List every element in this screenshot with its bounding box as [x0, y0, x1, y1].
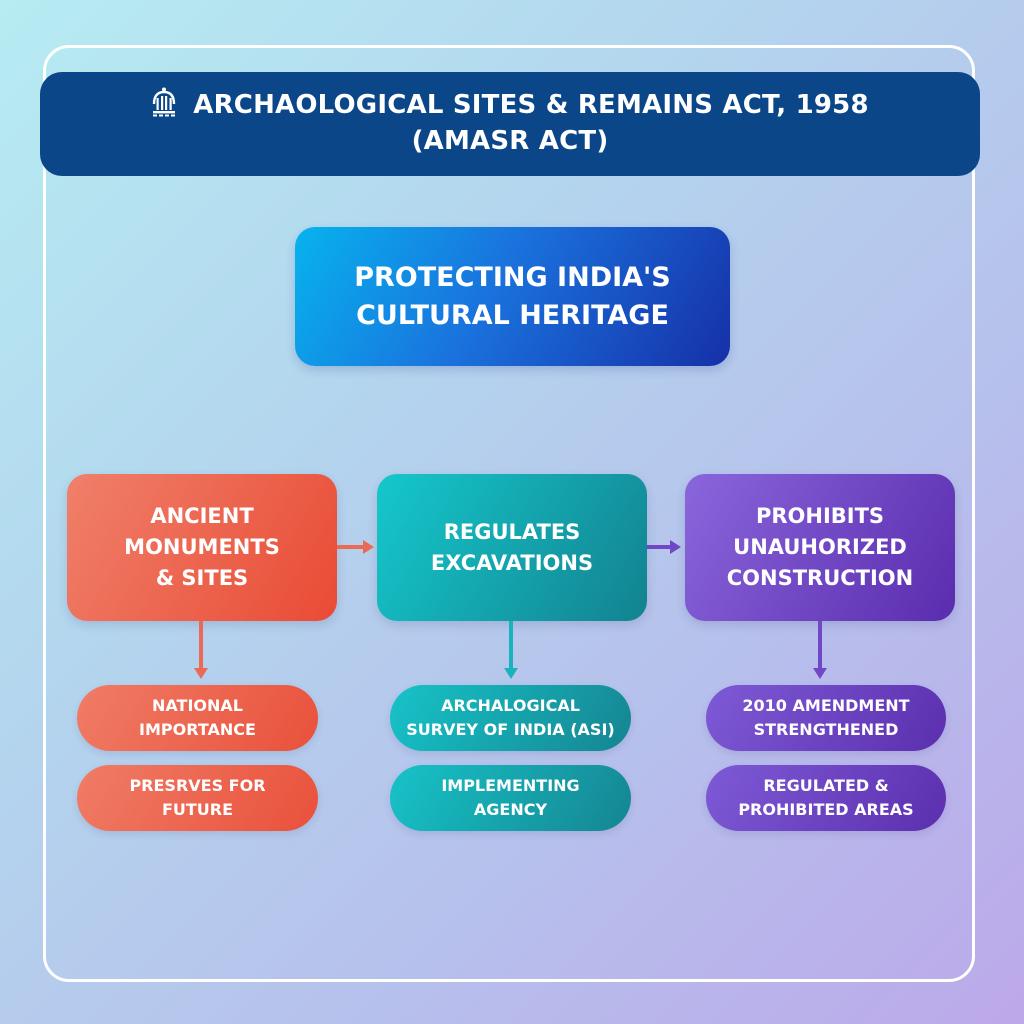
pill-label-line: NATIONAL [152, 696, 243, 715]
box-prohibits-construction: PROHIBITS UNAUHORIZED CONSTRUCTION [685, 474, 955, 621]
pill-label-line: ARCHALOGICAL [441, 696, 580, 715]
museum-building-icon [153, 87, 176, 117]
title-line-1: ARCHAOLOGICAL SITES & REMAINS ACT, 1958 [40, 87, 980, 123]
pill-label-line: FUTURE [161, 800, 234, 819]
hero-line-2: CULTURAL HERITAGE [356, 299, 669, 331]
box-label-line: REGULATES [443, 519, 581, 544]
outer-frame [43, 45, 975, 982]
box-label-line: & SITES [155, 566, 249, 590]
pill-regulated-areas: REGULATED & PROHIBITED AREAS [706, 765, 946, 831]
title-line-2: (AMASR ACT) [411, 126, 609, 156]
pill-label-line: STRENGTHENED [753, 720, 899, 739]
box-label-line: UNAUHORIZED [733, 535, 907, 559]
box-label-line: MONUMENTS [124, 535, 280, 559]
box-label-line: PROHIBITS [755, 504, 885, 528]
title-banner: ARCHAOLOGICAL SITES & REMAINS ACT, 1958 … [40, 72, 980, 176]
pill-label-line: IMPORTANCE [139, 720, 256, 739]
pill-2010-amendment: 2010 AMENDMENT STRENGTHENED [706, 685, 946, 751]
title-text-1: ARCHAOLOGICAL SITES & REMAINS ACT, 1958 [193, 90, 869, 120]
pill-label-line: REGULATED & [763, 776, 889, 795]
pill-implementing-agency: IMPLEMENTING AGENCY [390, 765, 631, 831]
pill-label-line: IMPLEMENTING [441, 776, 580, 795]
box-regulates-excavations: REGULATES EXCAVATIONS [377, 474, 647, 621]
pill-label-line: AGENCY [473, 800, 548, 819]
pill-label-line: PROHIBITED AREAS [738, 800, 914, 819]
central-theme-box: PROTECTING INDIA'S CULTURAL HERITAGE [295, 227, 730, 366]
pill-label-line: 2010 AMENDMENT [742, 696, 910, 715]
box-label-line: CONSTRUCTION [726, 566, 914, 590]
pill-label-line: PRESRVES FOR [129, 776, 266, 795]
box-ancient-monuments: ANCIENT MONUMENTS & SITES [67, 474, 337, 621]
pill-asi: ARCHALOGICAL SURVEY OF INDIA (ASI) [390, 685, 631, 751]
box-label-line: EXCAVATIONS [430, 550, 594, 575]
pill-national-importance: NATIONAL IMPORTANCE [77, 685, 318, 751]
hero-line-1: PROTECTING INDIA'S [354, 261, 671, 293]
pill-label-line: SURVEY OF INDIA (ASI) [406, 720, 615, 739]
pill-preserves-for-future: PRESRVES FOR FUTURE [77, 765, 318, 831]
box-label-line: ANCIENT [150, 504, 254, 528]
